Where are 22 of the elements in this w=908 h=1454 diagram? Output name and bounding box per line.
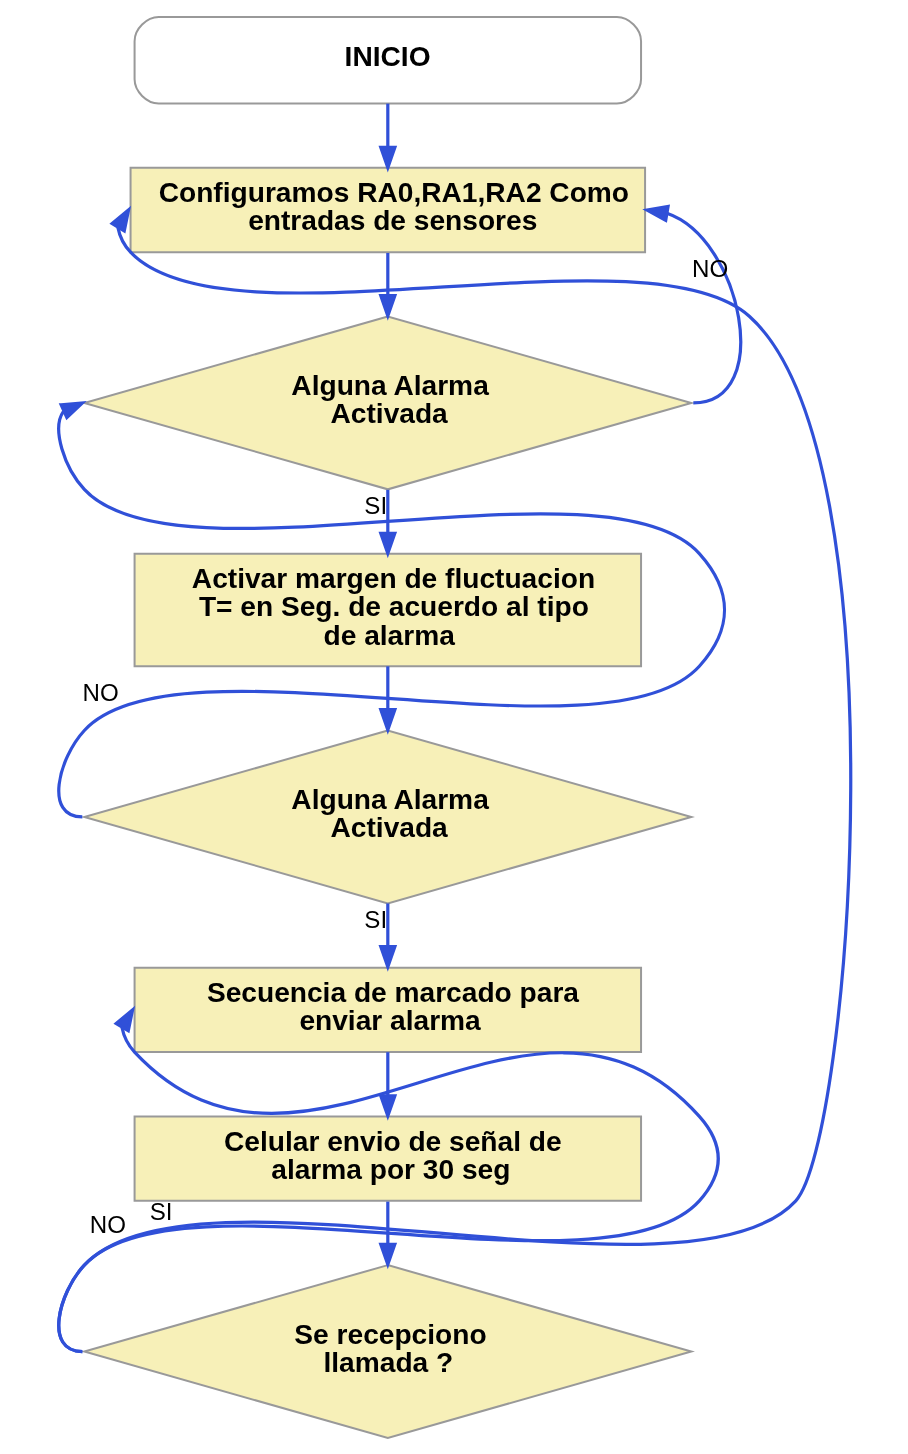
node-box: Secuencia de marcado para enviar alarma (133, 966, 642, 1053)
arrow (57, 1005, 720, 1353)
node-box: Activar margen de fluctuacion T= en Seg. de acuerdo al tipo de alarma (133, 552, 642, 667)
arrow (378, 1201, 397, 1269)
node-diamond: Se recepciono llamada ? (80, 1263, 695, 1439)
arrow (378, 252, 397, 321)
arrow (378, 489, 397, 558)
node-box: Configuramos RA0,RA1,RA2 Como entradas de sensores (129, 166, 646, 253)
arrow (641, 203, 742, 404)
node-box: INICIO (133, 15, 642, 104)
edge-label: NO (89, 1210, 126, 1238)
edge-label: NO (82, 678, 119, 706)
arrow (378, 665, 397, 735)
arrow (378, 902, 397, 972)
node-diamond: Alguna Alarma Activada (80, 728, 695, 904)
edge-label: SI (363, 491, 387, 519)
node-box: Celular envio de señal de alarma por 30 seg (133, 1114, 642, 1202)
edge-label: SI (363, 905, 387, 933)
arrow (378, 1051, 397, 1121)
arrow (378, 103, 397, 172)
arrow (56, 400, 726, 818)
arrow (57, 205, 852, 1353)
